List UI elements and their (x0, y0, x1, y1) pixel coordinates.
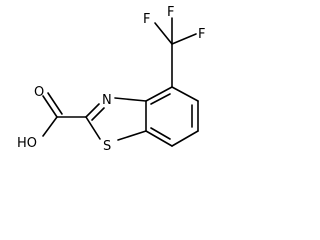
benzene-ring (145, 86, 199, 147)
bond-c2-s (85, 116, 101, 140)
bond-c4-c5 (171, 86, 199, 102)
bond-n-c2-double (91, 107, 105, 121)
bond-c-oh (42, 116, 58, 137)
bond-c-f-right (171, 33, 197, 45)
hydroxyl-label: HO (17, 136, 37, 151)
bond-c7-c7a-inner (150, 127, 171, 140)
fluorine-right-label: F (198, 27, 205, 42)
bond-c3a-c4 (145, 86, 173, 102)
fluorine-top-label: F (167, 5, 174, 20)
bond-c3a-n (114, 97, 147, 102)
bond-c-o-double-2 (47, 92, 63, 115)
bond-c-o-double-1 (42, 95, 58, 118)
carbonyl-oxygen-label: O (34, 85, 44, 100)
trifluoromethyl-bonds (154, 17, 197, 88)
bond-c3a-c4-inner (150, 93, 171, 105)
nitrogen-label: N (102, 93, 112, 108)
carboxylic-acid-bonds (42, 92, 87, 137)
thiazole-ring (85, 97, 147, 141)
bond-c-f-left (154, 22, 173, 45)
bond-s-c7a (117, 130, 147, 141)
fluorine-left-label: F (143, 12, 150, 27)
bond-n-c2 (85, 103, 100, 118)
chemical-structure: F F F N S O HO (17, 5, 205, 154)
sulfur-label: S (103, 139, 111, 154)
bond-c7-c7a (145, 130, 173, 147)
bond-c6-c7 (171, 130, 199, 147)
